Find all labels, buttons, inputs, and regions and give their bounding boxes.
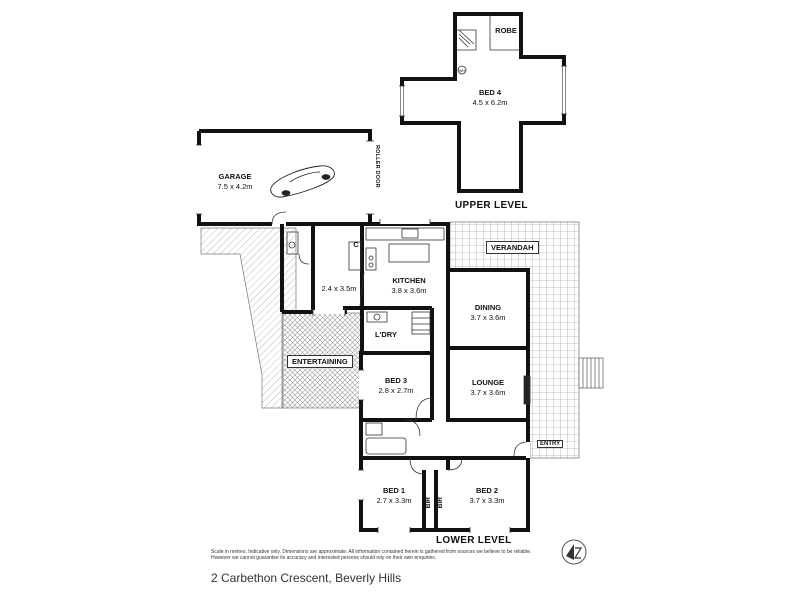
bed4-name: BED 4: [478, 88, 502, 97]
upper-level-title: UPPER LEVEL: [455, 200, 528, 211]
lower-level-title: LOWER LEVEL: [436, 535, 512, 546]
dining-dims: 3.7 x 3.6m: [470, 313, 506, 322]
room-unnamed-dims: 2.4 x 3.5m: [321, 284, 357, 293]
upper-level-walls: [400, 12, 566, 193]
lounge-dims: 3.7 x 3.6m: [470, 388, 506, 397]
verandah-label: VERANDAH: [486, 241, 539, 254]
bed4-dims: 4.5 x 6.2m: [472, 98, 508, 107]
kitchen-dims: 3.8 x 3.6m: [391, 286, 427, 295]
verandah-steps: [578, 357, 604, 389]
bir-label-left: BIR: [425, 497, 432, 509]
garage-dims: 7.5 x 4.2m: [217, 182, 253, 191]
kitchen-label: KITCHEN 3.8 x 3.6m: [372, 276, 446, 296]
kitchen-name: KITCHEN: [392, 276, 426, 285]
bed2-name: BED 2: [475, 486, 499, 495]
bed3-name: BED 3: [384, 376, 408, 385]
dining-label: DINING 3.7 x 3.6m: [452, 303, 524, 323]
bed1-name: BED 1: [382, 486, 406, 495]
lower-level-details: [196, 140, 531, 533]
c-label: C: [349, 240, 363, 250]
property-address: 2 Carbethon Crescent, Beverly Hills: [211, 571, 402, 585]
upper-level-details: [399, 14, 567, 117]
robe-label: ROBE: [492, 26, 520, 36]
dining-name: DINING: [474, 303, 502, 312]
driveway-hatch: [200, 227, 297, 409]
bir-label-right: BIR: [437, 497, 444, 509]
disclaimer-text: Scale in metres. Indicative only. Dimens…: [211, 549, 532, 562]
bed1-label: BED 1 2.7 x 3.3m: [364, 486, 424, 506]
entertaining-label: ENTERTAINING: [287, 355, 353, 368]
ldry-label: L'DRY: [368, 330, 404, 340]
wh-name: WH: [458, 68, 466, 73]
c-name: C: [353, 240, 359, 249]
bed4-label: BED 4 4.5 x 6.2m: [455, 88, 525, 108]
garage-label: GARAGE 7.5 x 4.2m: [200, 172, 270, 192]
ldry-name: L'DRY: [375, 330, 397, 339]
north-arrow-icon: [561, 539, 587, 565]
bed3-dims: 2.8 x 2.7m: [378, 386, 414, 395]
bed1-dims: 2.7 x 3.3m: [376, 496, 412, 505]
room-unnamed-label: 2.4 x 3.5m: [315, 284, 363, 294]
lounge-label: LOUNGE 3.7 x 3.6m: [452, 378, 524, 398]
roller-door-label: ROLLER DOOR: [374, 145, 380, 188]
bed3-label: BED 3 2.8 x 2.7m: [364, 376, 428, 396]
lounge-name: LOUNGE: [471, 378, 505, 387]
bed2-label: BED 2 3.7 x 3.3m: [446, 486, 528, 506]
bed2-dims: 3.7 x 3.3m: [469, 496, 505, 505]
robe-name: ROBE: [495, 26, 517, 35]
entry-label: ENTRY: [537, 440, 564, 448]
verandah-area: [449, 221, 580, 459]
garage-name: GARAGE: [218, 172, 252, 181]
wh-label: WH: [455, 66, 469, 76]
